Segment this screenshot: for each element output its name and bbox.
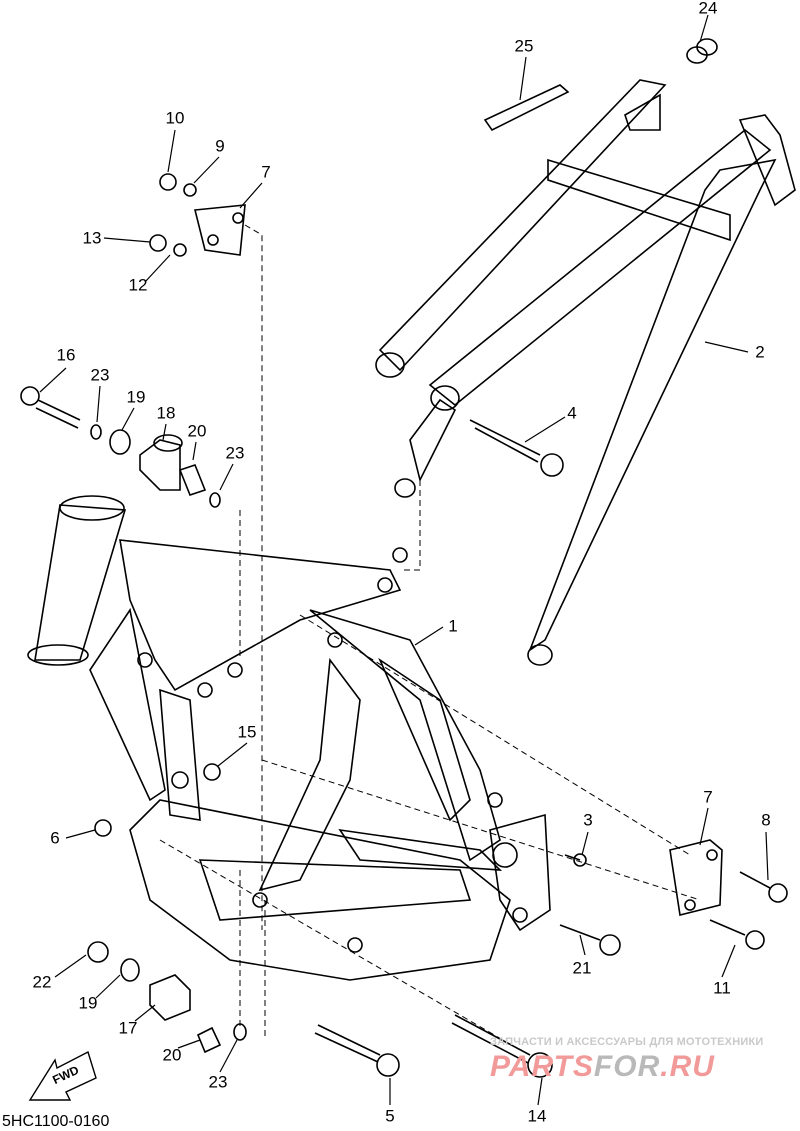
callout-part-7[interactable]: 7: [261, 162, 271, 182]
callout-part-19[interactable]: 19: [78, 993, 98, 1013]
main-frame: [27, 495, 551, 981]
callout-part-10[interactable]: 10: [165, 108, 185, 128]
watermark-brand-part2: FOR: [593, 1050, 661, 1083]
callout-part-18[interactable]: 18: [156, 403, 176, 423]
callout-part-9[interactable]: 9: [215, 136, 225, 156]
callout-part-14[interactable]: 14: [527, 1106, 547, 1126]
callout-part-5[interactable]: 5: [385, 1106, 395, 1126]
callout-part-23[interactable]: 23: [90, 365, 110, 385]
watermark-brand-part1: PARTS: [490, 1050, 594, 1083]
callout-part-12[interactable]: 12: [128, 275, 148, 295]
callout-part-16[interactable]: 16: [56, 345, 76, 365]
callout-part-25[interactable]: 25: [514, 36, 534, 56]
callout-part-1[interactable]: 1: [448, 616, 458, 636]
callout-part-8[interactable]: 8: [761, 810, 771, 830]
rear-subframe: [375, 79, 796, 666]
callout-part-15[interactable]: 15: [237, 722, 257, 742]
callout-part-7[interactable]: 7: [703, 787, 713, 807]
callout-part-23[interactable]: 23: [225, 443, 245, 463]
callout-part-2[interactable]: 2: [755, 342, 765, 362]
callout-part-20[interactable]: 20: [187, 421, 207, 441]
callout-part-24[interactable]: 24: [698, 0, 718, 18]
callout-part-19[interactable]: 19: [126, 387, 146, 407]
callout-part-11[interactable]: 11: [713, 978, 731, 998]
watermark-tagline: ЗАПЧАСТИ И АКСЕССУАРЫ ДЛЯ МОТОТЕХНИКИ: [490, 1036, 764, 1048]
callout-part-6[interactable]: 6: [50, 828, 60, 848]
callout-part-23[interactable]: 23: [208, 1072, 228, 1092]
callout-part-20[interactable]: 20: [162, 1045, 182, 1065]
diagram-code: 5HC1100-0160: [2, 1113, 110, 1130]
callout-part-21[interactable]: 21: [572, 958, 592, 978]
callout-part-3[interactable]: 3: [583, 810, 593, 830]
callout-part-17[interactable]: 17: [118, 1018, 138, 1038]
watermark-brand: PARTSFOR.RU: [490, 1050, 715, 1084]
watermark-brand-part3: .RU: [660, 1050, 715, 1083]
callout-part-13[interactable]: 13: [82, 228, 102, 248]
callout-part-4[interactable]: 4: [567, 403, 577, 423]
callout-part-22[interactable]: 22: [32, 972, 52, 992]
